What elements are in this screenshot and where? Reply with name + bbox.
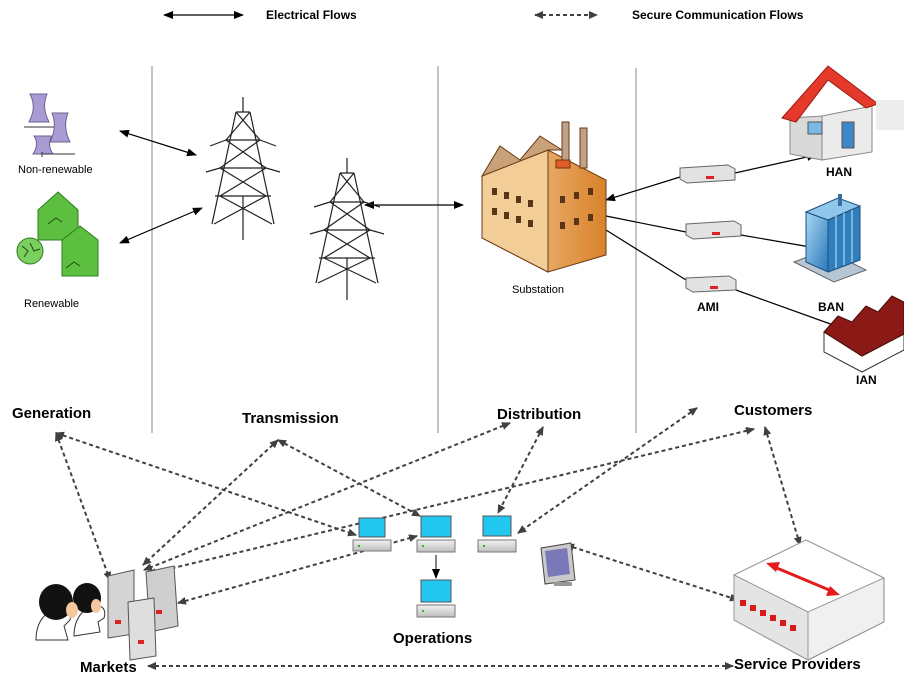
markets-servers-icon (107, 565, 179, 661)
ami-meter-2-icon (685, 220, 742, 240)
ian-label: IAN (856, 373, 877, 387)
non-renewable-plant-icon (24, 93, 75, 157)
distribution-label: Distribution (497, 406, 582, 423)
ami-meter-1-icon (679, 164, 736, 184)
legend-electrical-label: Electrical Flows (266, 8, 357, 22)
service-providers-label: Service Providers (734, 656, 861, 673)
service-terminal-icon (540, 542, 576, 586)
han-label: HAN (826, 165, 852, 179)
ami-meter-3-icon (685, 275, 737, 293)
substation-factory-icon (480, 121, 607, 273)
service-provider-appliance-icon (732, 539, 886, 661)
section-dividers (151, 66, 637, 433)
customers-label: Customers (734, 402, 813, 419)
operations-computer-3-icon (477, 515, 517, 553)
electrical-flows (119, 129, 837, 327)
operations-label: Operations (393, 630, 473, 647)
markets-people-icon (35, 583, 106, 641)
operations-computer-2-icon (416, 515, 456, 553)
legend-communication-label: Secure Communication Flows (632, 8, 804, 22)
ban-label: BAN (818, 300, 844, 314)
ami-label: AMI (697, 300, 719, 314)
operations-computer-1-icon (352, 517, 392, 552)
communication-flows (55, 407, 802, 670)
operations-computer-4-icon (416, 579, 456, 618)
transmission-label: Transmission (242, 410, 339, 427)
generation-label: Generation (12, 405, 92, 422)
markets-label: Markets (80, 659, 137, 676)
renewable-label: Renewable (24, 298, 80, 310)
transmission-tower-2-icon (309, 158, 385, 300)
office-building-icon (792, 194, 868, 283)
renewable-plant-icon (16, 191, 99, 277)
house-icon (781, 65, 904, 161)
transmission-tower-1-icon (205, 97, 281, 240)
industrial-building-icon (823, 295, 904, 373)
non-renewable-label: Non-renewable (18, 164, 93, 176)
substation-label: Substation (512, 284, 564, 296)
